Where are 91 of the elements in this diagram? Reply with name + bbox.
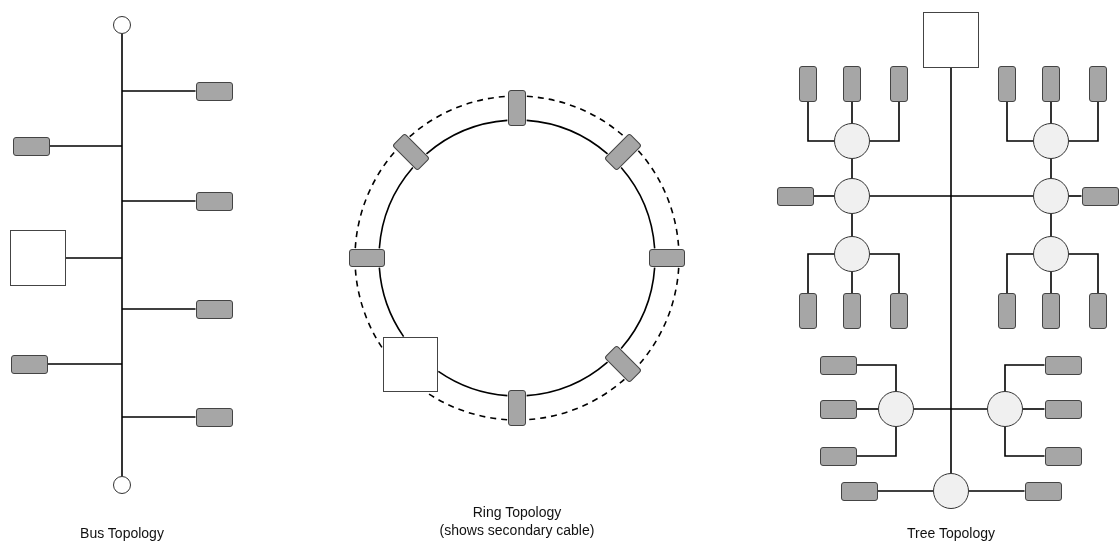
cable-line xyxy=(869,253,900,294)
cable-line xyxy=(1022,408,1046,410)
device-block xyxy=(1042,66,1060,102)
cable-line xyxy=(1050,101,1052,124)
cable-line xyxy=(851,101,853,124)
device-block xyxy=(195,299,233,319)
device-block xyxy=(843,293,861,329)
cable-line xyxy=(378,266,405,338)
device-block xyxy=(890,293,908,329)
cable-line xyxy=(855,426,897,457)
secondary-cable xyxy=(526,95,626,138)
caption-text: (shows secondary cable) xyxy=(439,521,595,539)
cable-line xyxy=(378,166,414,250)
device-block xyxy=(819,399,857,419)
cable-line xyxy=(807,101,835,142)
cable-line xyxy=(1050,213,1052,237)
cable-line xyxy=(1006,101,1034,142)
secondary-cable xyxy=(426,392,508,421)
device-block xyxy=(1044,355,1082,375)
cable-line xyxy=(950,67,952,474)
device-block xyxy=(819,355,857,375)
secondary-cable xyxy=(526,378,626,421)
cable-line xyxy=(851,271,853,294)
cable-line xyxy=(869,195,1034,197)
cable-line xyxy=(1068,101,1099,142)
device-block xyxy=(12,136,50,156)
device-block xyxy=(508,390,526,426)
device-block xyxy=(840,481,878,501)
cable-line xyxy=(1068,195,1083,197)
device-block xyxy=(1042,293,1060,329)
cable-line xyxy=(1068,253,1099,294)
device-block xyxy=(998,66,1016,102)
cable-line xyxy=(121,200,197,202)
device-block xyxy=(1081,186,1119,206)
cable-line xyxy=(812,195,835,197)
device-block xyxy=(349,249,385,267)
cable-line xyxy=(121,308,197,310)
cable-line xyxy=(1006,253,1034,294)
device-block xyxy=(1044,399,1082,419)
device-block xyxy=(1089,66,1107,102)
caption-text: Tree Topology xyxy=(907,524,995,542)
cable-line xyxy=(807,253,835,294)
cable-line xyxy=(121,33,123,477)
cable-line xyxy=(851,213,853,237)
device-block xyxy=(819,446,857,466)
cable-line xyxy=(620,266,656,350)
device-block xyxy=(998,293,1016,329)
cable-line xyxy=(121,90,197,92)
cable-line xyxy=(65,257,123,259)
cable-line xyxy=(620,166,656,250)
cable-line xyxy=(968,490,1026,492)
cable-line xyxy=(851,158,853,179)
server-square xyxy=(10,230,66,286)
device-block xyxy=(776,186,814,206)
device-block xyxy=(1089,293,1107,329)
secondary-cable xyxy=(354,267,383,349)
server-square xyxy=(382,337,438,393)
cable-line xyxy=(855,364,897,392)
cable-line xyxy=(525,119,609,155)
cable-line xyxy=(913,408,988,410)
cable-line xyxy=(1004,426,1046,457)
caption-text: Ring Topology xyxy=(472,503,562,521)
device-block xyxy=(799,66,817,102)
cable-line xyxy=(437,370,509,397)
cable-line xyxy=(425,119,509,155)
device-block xyxy=(1024,481,1062,501)
cable-line xyxy=(46,363,123,365)
secondary-cable xyxy=(637,149,680,249)
cable-line xyxy=(869,101,900,142)
device-block xyxy=(649,249,685,267)
cable-line xyxy=(876,490,934,492)
cable-line xyxy=(1050,271,1052,294)
cable-line xyxy=(121,416,197,418)
device-block xyxy=(890,66,908,102)
server-square xyxy=(923,12,979,68)
secondary-cable xyxy=(637,267,680,367)
device-block xyxy=(195,191,233,211)
device-block xyxy=(195,407,233,427)
secondary-cable xyxy=(408,95,508,138)
device-block xyxy=(10,354,48,374)
device-block xyxy=(1044,446,1082,466)
device-block xyxy=(195,81,233,101)
cable-line xyxy=(525,361,609,397)
secondary-cable xyxy=(354,149,397,249)
device-block xyxy=(843,66,861,102)
caption-text: Bus Topology xyxy=(80,524,164,542)
device-block xyxy=(508,90,526,126)
cable-line xyxy=(48,145,123,147)
cable-line xyxy=(1004,364,1046,392)
cable-line xyxy=(1050,158,1052,179)
device-block xyxy=(799,293,817,329)
